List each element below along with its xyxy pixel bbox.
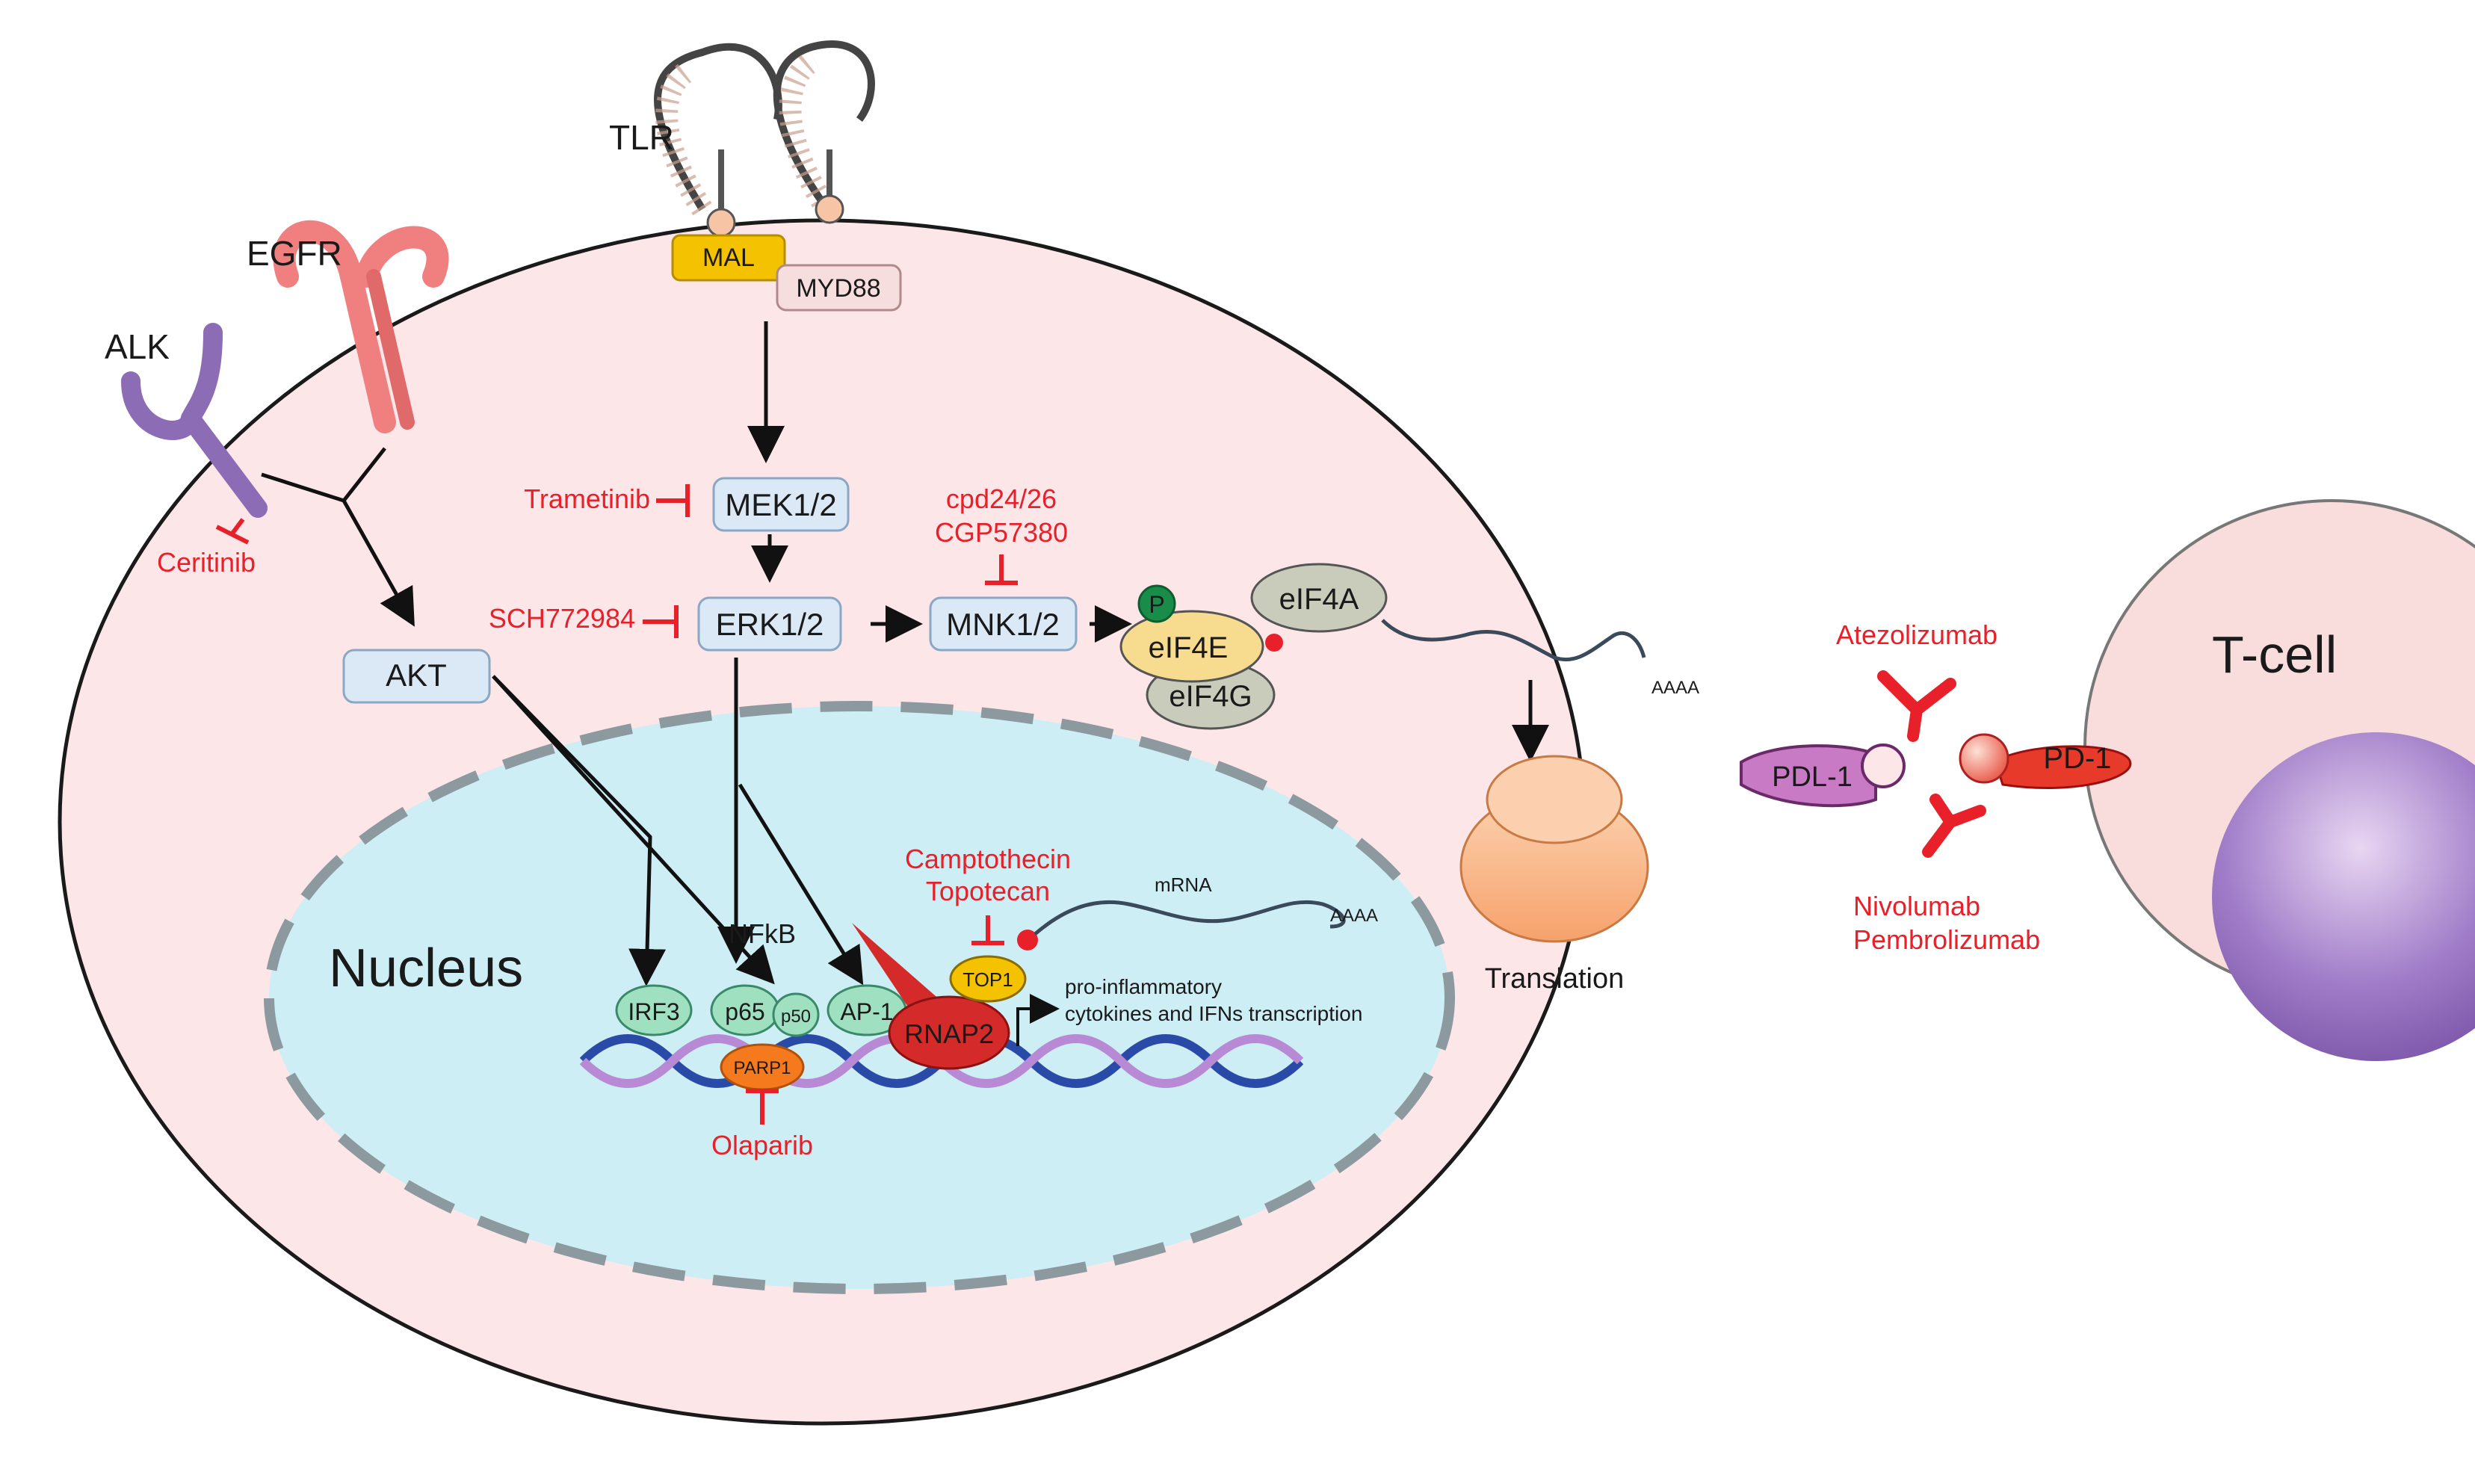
mek-box: MEK1/2 (712, 477, 850, 532)
t-cell: T-cell (2083, 499, 2475, 1061)
ribosome (1459, 755, 1649, 943)
cgp57380-label: CGP57380 (935, 517, 1068, 548)
alk-egfr-to-akt (261, 447, 411, 620)
tlr-label: TLR (609, 118, 674, 157)
svg-text:IRF3: IRF3 (628, 998, 679, 1025)
eif4a-label: eIF4A (1279, 583, 1359, 616)
nivolumab-label: Nivolumab (1853, 891, 1980, 921)
transcription-start-arrow (1016, 994, 1060, 1046)
svg-text:PARP1: PARP1 (734, 1058, 791, 1078)
parp1: PARP1 (720, 1043, 805, 1091)
alk-label: ALK (105, 327, 170, 366)
phospho-label: P (1149, 591, 1164, 618)
myd88-box: MYD88 (776, 264, 902, 312)
atezolizumab-label: Atezolizumab (1836, 619, 1997, 650)
aaaa-cyto-label: AAAA (1651, 678, 1699, 698)
irf3: IRF3 (615, 984, 693, 1036)
ap1: AP-1 (826, 984, 907, 1036)
camptothecin-label: Camptothecin (905, 844, 1071, 874)
transcription-line1: pro-inflammatory (1065, 975, 1222, 998)
akt-box: AKT (342, 649, 491, 704)
aaaa-nuc-label: AAAA (1330, 906, 1378, 926)
cytoplasmic-mrna (1381, 619, 1646, 662)
trametinib-label: Trametinib (524, 483, 650, 514)
svg-text:PD-1: PD-1 (2043, 742, 2111, 775)
eif4e-label: eIF4E (1149, 631, 1229, 664)
eif4g-label: eIF4G (1169, 680, 1252, 713)
nivolumab-antibody (1922, 794, 1986, 858)
mrna-label: mRNA (1155, 874, 1212, 896)
sch772984-inhibition (643, 605, 679, 638)
svg-text:AP-1: AP-1 (840, 998, 893, 1025)
p65: p65 (710, 984, 780, 1036)
p50: p50 (772, 992, 820, 1037)
atezolizumab-antibody (1877, 670, 1956, 742)
pembrolizumab-label: Pembrolizumab (1853, 924, 2040, 955)
transcription-line2: cytokines and IFNs transcription (1065, 1002, 1362, 1025)
pd1: PD-1 (1959, 733, 2132, 790)
tlr-receptor (654, 40, 875, 238)
alk-receptor (121, 323, 268, 518)
svg-text:MEK1/2: MEK1/2 (725, 487, 836, 522)
ceritinib-inhibition (215, 518, 250, 545)
svg-text:MYD88: MYD88 (796, 274, 880, 303)
topotecan-label: Topotecan (926, 876, 1050, 906)
svg-text:TOP1: TOP1 (962, 968, 1013, 991)
egfr-receptor (273, 220, 449, 433)
trametinib-inhibition (656, 484, 690, 517)
mal-box: MAL (671, 234, 786, 282)
svg-text:MAL: MAL (702, 244, 755, 272)
nuclear-mrna (1033, 900, 1346, 936)
top1-inhibition (971, 915, 1004, 945)
olaparib-inhibition (746, 1089, 779, 1125)
svg-text:ERK1/2: ERK1/2 (716, 607, 824, 642)
egfr-label: EGFR (247, 234, 342, 273)
ceritinib-label: Ceritinib (157, 547, 256, 578)
svg-text:p65: p65 (725, 998, 764, 1025)
mnk-box: MNK1/2 (929, 596, 1078, 652)
translation-label: Translation (1485, 963, 1625, 995)
mrna-cap (1017, 930, 1038, 950)
svg-text:PDL-1: PDL-1 (1772, 761, 1853, 793)
eif4-complex: eIF4G eIF4E eIF4A P (1119, 563, 1388, 730)
top1: TOP1 (949, 955, 1027, 1003)
svg-text:p50: p50 (781, 1007, 811, 1027)
cpd-label: cpd24/26 (946, 483, 1057, 514)
t-cell-label: T-cell (2212, 625, 2337, 684)
svg-text:RNAP2: RNAP2 (904, 1018, 994, 1049)
nucleus-label: Nucleus (329, 939, 523, 998)
olaparib-label: Olaparib (711, 1130, 813, 1160)
mnk-inhibition (985, 554, 1018, 585)
nuclear-signal-arrows (492, 658, 864, 986)
svg-text:AKT: AKT (386, 658, 447, 693)
sch772984-label: SCH772984 (489, 603, 635, 634)
rnap2: RNAP2 (852, 923, 1010, 1070)
erk-box: ERK1/2 (697, 596, 842, 652)
pdl1: PDL-1 (1740, 743, 1906, 808)
nfkb-label: NFkB (729, 918, 796, 949)
svg-text:MNK1/2: MNK1/2 (946, 607, 1060, 642)
